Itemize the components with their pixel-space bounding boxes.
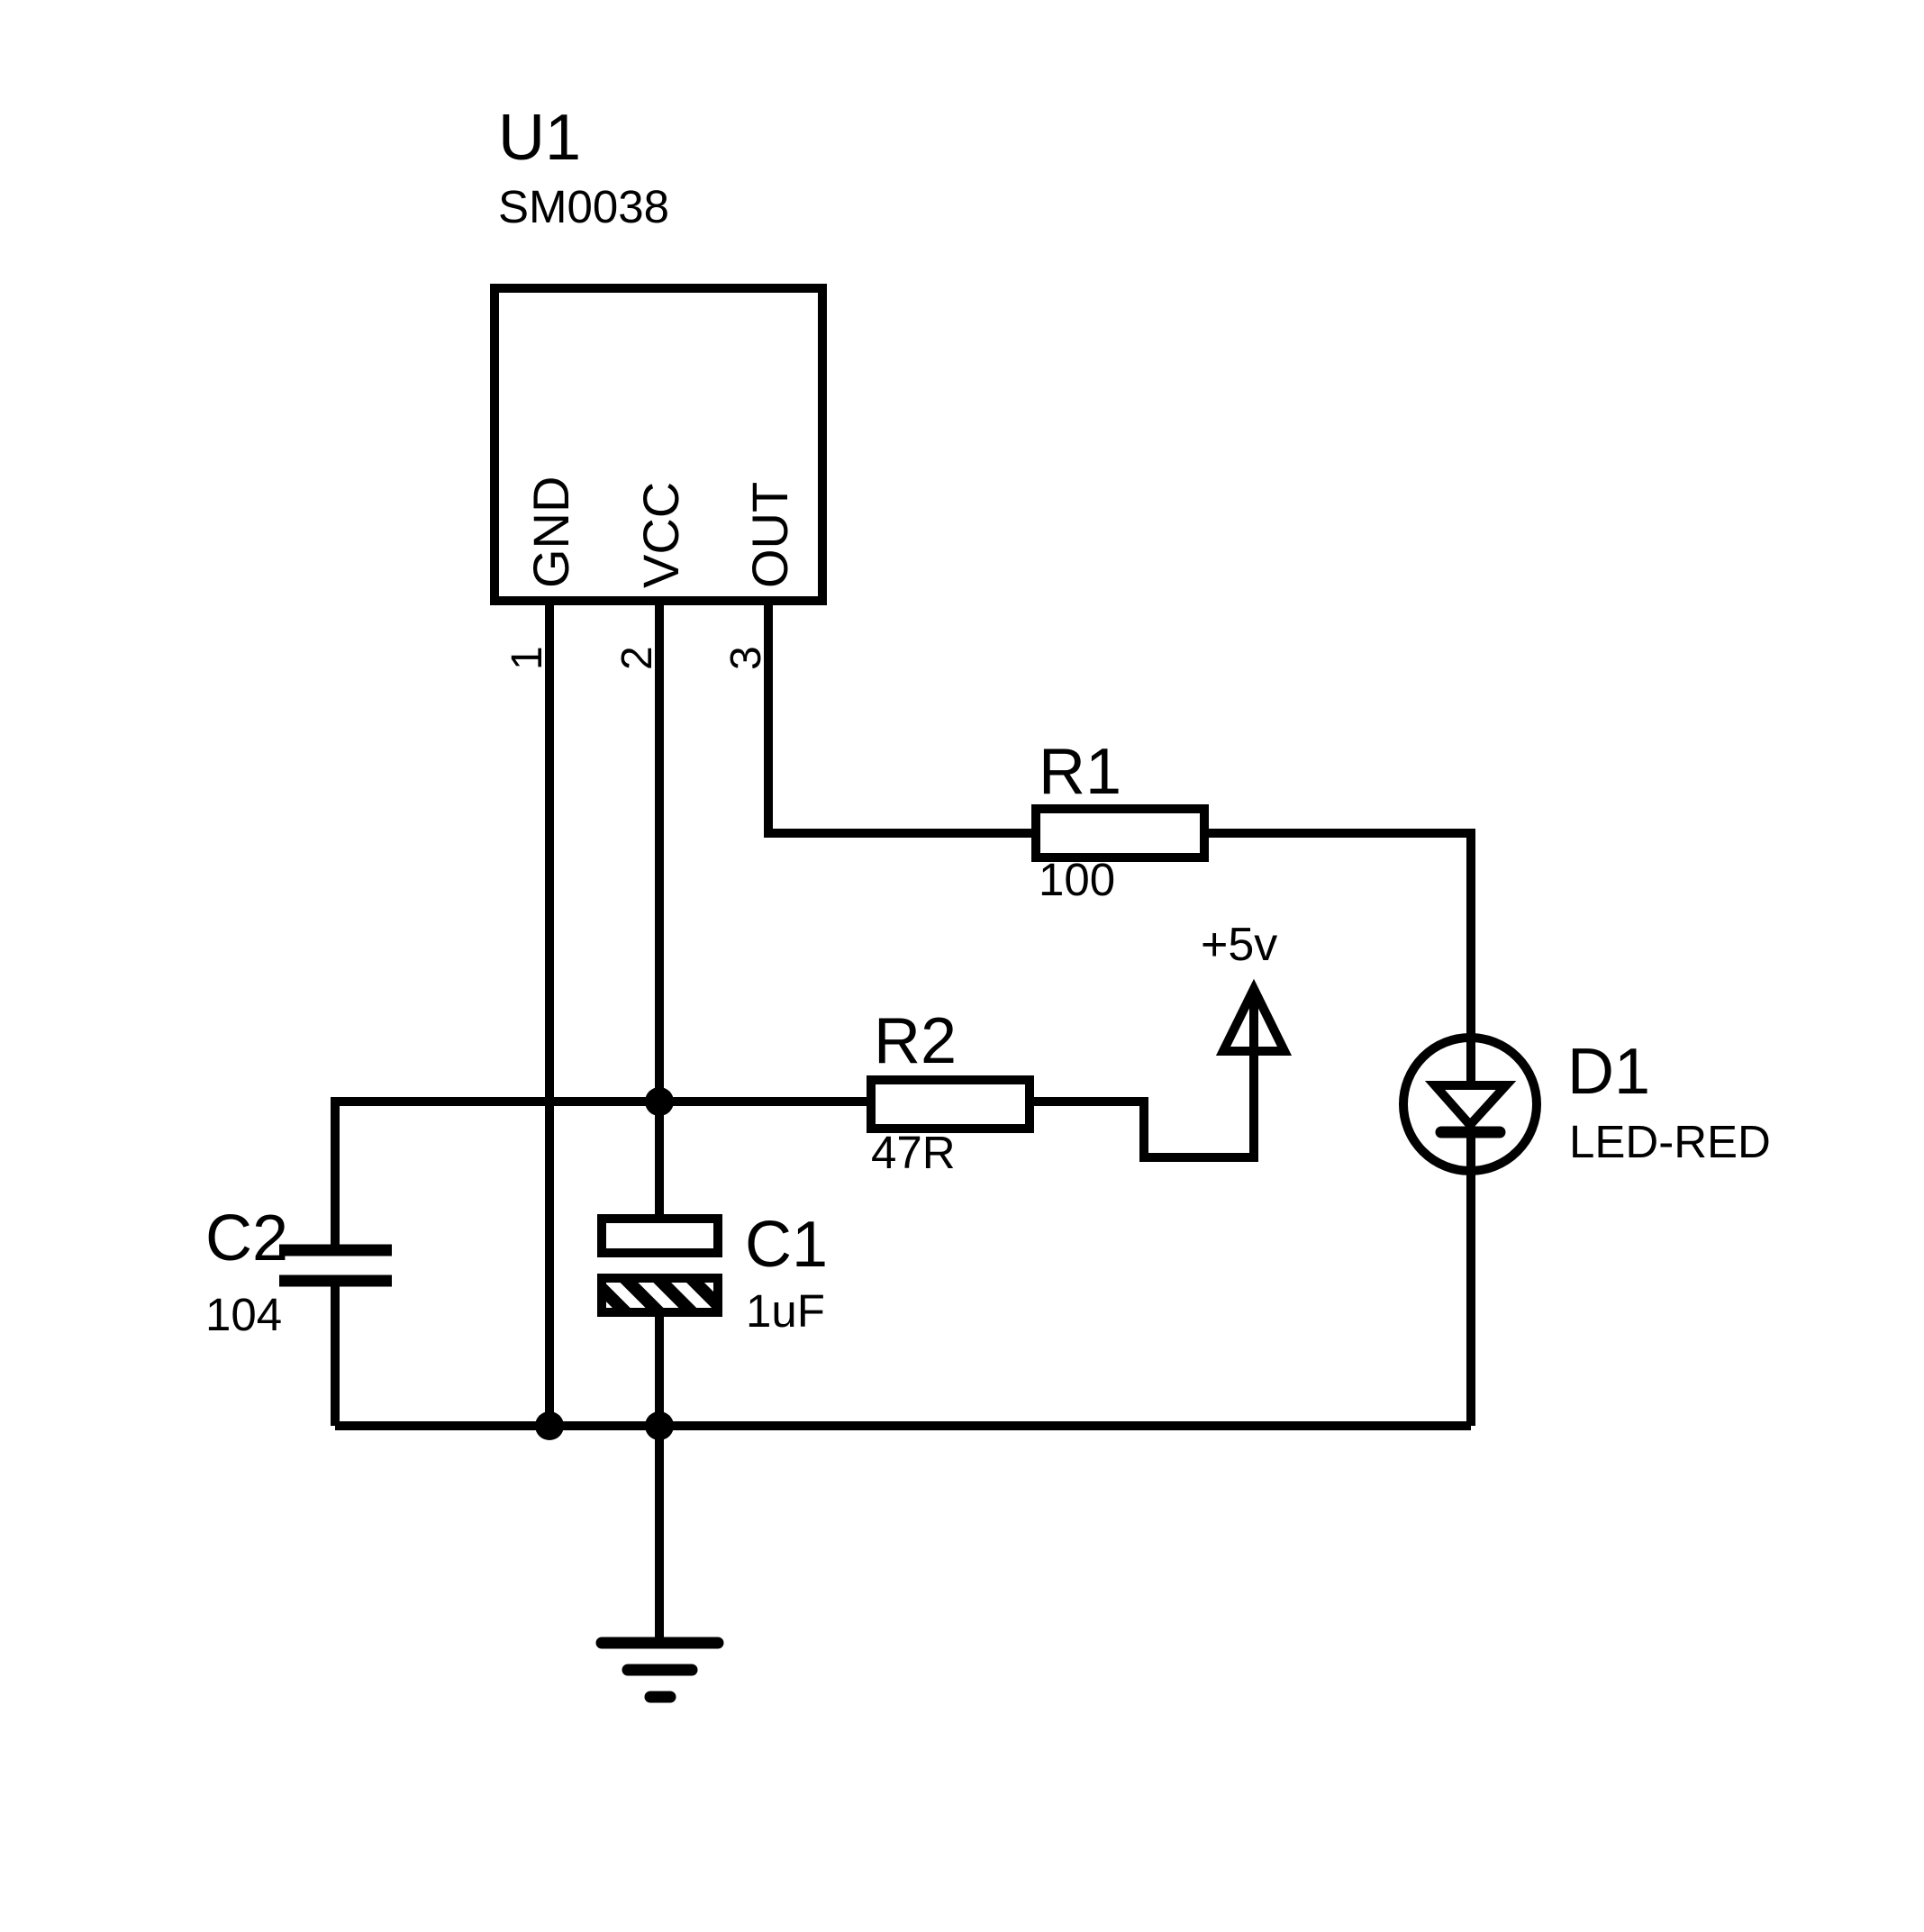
- u1-pin-number-3: 3: [722, 646, 770, 670]
- resistor-r2-body: [867, 1075, 1034, 1133]
- r1-value-label: 100: [1039, 854, 1115, 905]
- power-net-label: +5v: [1201, 919, 1277, 971]
- c1-value-label: 1uF: [746, 1285, 825, 1337]
- wire-out-to-r1: [764, 599, 1036, 838]
- r2-value-label: 47R: [871, 1127, 956, 1178]
- c2-ref-label: C2: [205, 1202, 288, 1274]
- wire-vcc-row-c2: [331, 1097, 871, 1245]
- d1-ref-label: D1: [1567, 1036, 1650, 1108]
- wire-r1-to-d1: [1204, 829, 1475, 1038]
- junction-dot-vcc-rail: [645, 1411, 674, 1440]
- junction-dot-vcc-row: [645, 1087, 674, 1116]
- ground-symbol-icon: [595, 1637, 724, 1703]
- u1-value-label: SM0038: [498, 181, 669, 232]
- r2-ref-label: R2: [874, 1005, 957, 1077]
- wire-r2-to-5v: [1030, 998, 1258, 1162]
- power-arrow-icon: [1215, 978, 1293, 1056]
- u1-pin-number-2: 2: [613, 646, 661, 670]
- u1-pin-label-gnd: GND: [522, 476, 579, 588]
- u1-pin-label-out: OUT: [741, 482, 798, 588]
- d1-value-label: LED-RED: [1569, 1116, 1771, 1167]
- c2-value-label: 104: [205, 1289, 282, 1340]
- ic-u1-body: [490, 284, 827, 605]
- resistor-r1-body: [1031, 804, 1209, 862]
- r1-ref-label: R1: [1039, 736, 1121, 808]
- u1-pin-number-1: 1: [504, 646, 551, 670]
- capacitor-c1-bottom-plate: [597, 1274, 722, 1317]
- u1-ref-label: U1: [498, 102, 581, 174]
- u1-pin-label-vcc: VCC: [632, 482, 689, 588]
- capacitor-c1-top-plate: [597, 1214, 722, 1257]
- led-d1-triangle: [1424, 1081, 1517, 1132]
- c1-ref-label: C1: [745, 1209, 828, 1281]
- junction-dot-gnd-rail: [535, 1411, 564, 1440]
